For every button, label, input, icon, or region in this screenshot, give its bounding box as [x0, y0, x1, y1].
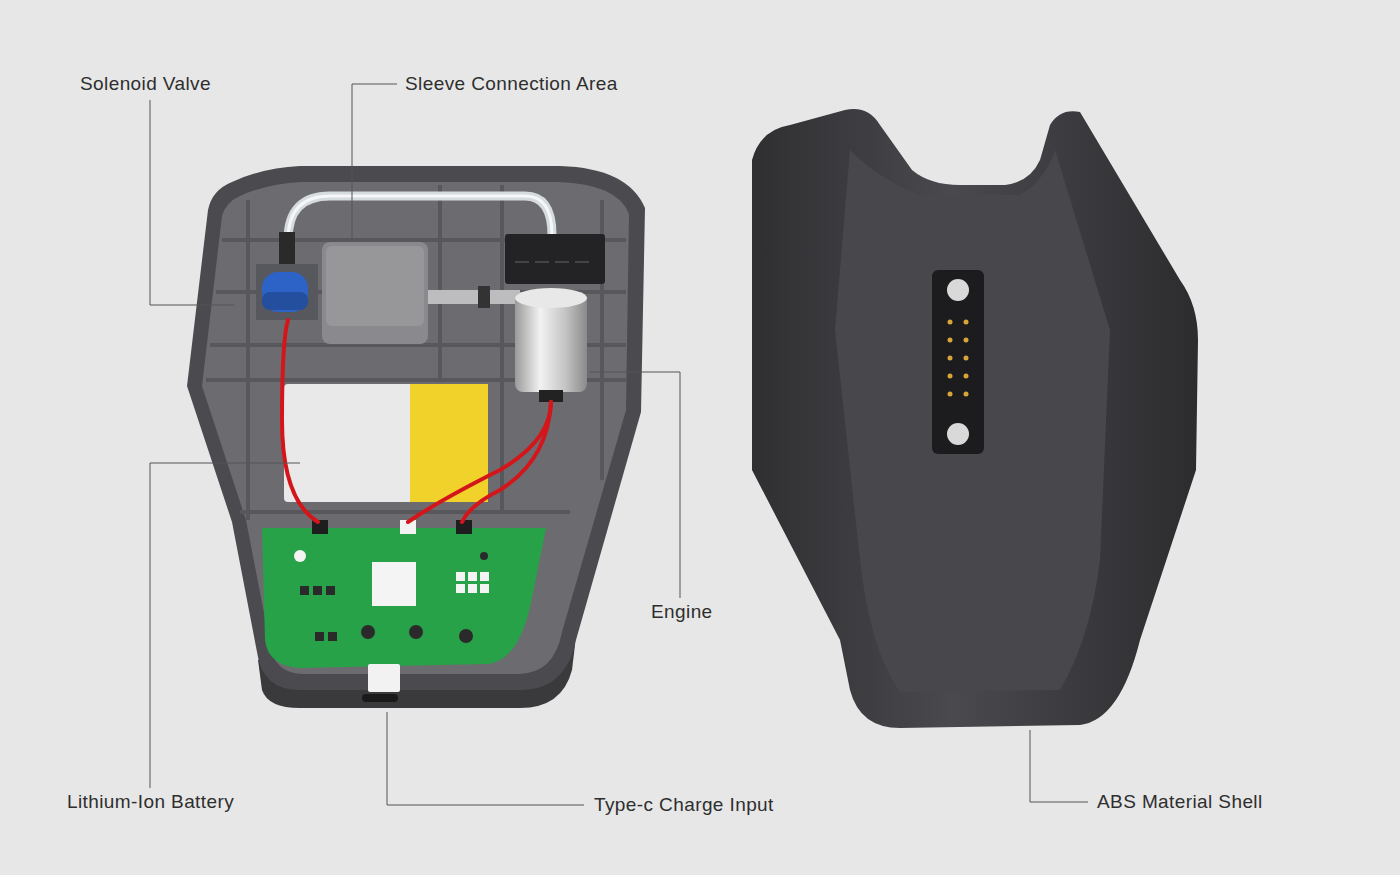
- pad: [456, 572, 465, 581]
- pump-head: [505, 234, 605, 284]
- usb-c-port: [368, 664, 400, 692]
- magnet: [947, 279, 969, 301]
- callout-label: Engine: [651, 601, 713, 623]
- rib: [438, 185, 442, 380]
- leader-line: [150, 100, 234, 305]
- wire: [282, 320, 318, 522]
- smd-part: [328, 632, 337, 641]
- pcb-parts: [300, 552, 488, 643]
- housing-inner: [202, 182, 629, 674]
- pogo-connector: [932, 270, 984, 454]
- leader-line: [1030, 730, 1088, 802]
- leader-lines: [150, 84, 1088, 805]
- callout-label: Sleeve Connection Area: [405, 73, 618, 95]
- pad: [468, 572, 477, 581]
- rib: [246, 200, 250, 520]
- leader-line: [150, 463, 300, 788]
- rib: [500, 185, 504, 512]
- wire-connector: [312, 520, 328, 534]
- air-tube-highlight: [288, 196, 552, 240]
- abs-shell: [752, 109, 1198, 728]
- magnet: [947, 423, 969, 445]
- pump-detail: [515, 261, 590, 263]
- pin: [964, 338, 969, 343]
- leader-line: [387, 712, 584, 805]
- solenoid-frame: [256, 264, 318, 320]
- pin: [948, 356, 953, 361]
- pin: [964, 392, 969, 397]
- pcb-button: [459, 629, 473, 643]
- callout-label: ABS Material Shell: [1097, 791, 1263, 813]
- housing-ribs: [206, 185, 626, 520]
- pin: [964, 356, 969, 361]
- housing-outer: [187, 166, 645, 690]
- air-tube: [288, 196, 552, 240]
- red-wires: [282, 320, 551, 522]
- pcb-button: [480, 552, 488, 560]
- circuit-board: [262, 528, 546, 668]
- pin: [948, 320, 953, 325]
- rib: [240, 510, 570, 514]
- battery-pack: [284, 384, 488, 502]
- smd-part: [300, 586, 309, 595]
- connector-ring: [478, 286, 490, 308]
- pin: [964, 320, 969, 325]
- smd-part: [315, 632, 324, 641]
- wire-connectors: [312, 520, 472, 534]
- motor-top: [515, 288, 587, 308]
- wire: [408, 402, 551, 522]
- solenoid-coil: [262, 272, 308, 312]
- solenoid-coil-shade: [262, 292, 308, 310]
- pcb-button: [409, 625, 423, 639]
- pin: [948, 338, 953, 343]
- wire: [462, 402, 551, 522]
- leader-line: [352, 84, 397, 242]
- pad: [480, 572, 489, 581]
- pin: [948, 374, 953, 379]
- callout-label: Solenoid Valve: [80, 73, 211, 95]
- sleeve-block-top: [326, 246, 424, 326]
- shell-channel: [835, 150, 1110, 692]
- shell-outer: [752, 109, 1198, 728]
- callout-label: Lithium-Ion Battery: [67, 791, 234, 813]
- usb-c-opening: [362, 694, 398, 702]
- tube-fitting: [279, 232, 295, 264]
- main-chip: [372, 562, 416, 606]
- leader-line: [590, 372, 680, 598]
- pad: [456, 584, 465, 593]
- open-housing: [187, 166, 645, 708]
- pogo-pins: [948, 320, 969, 397]
- smd-part: [326, 586, 335, 595]
- callout-label: Type-c Charge Input: [594, 794, 774, 816]
- pcb-button: [361, 625, 375, 639]
- pin: [948, 392, 953, 397]
- connector-tube: [428, 290, 520, 304]
- pcb-pads: [294, 550, 489, 593]
- pad: [480, 584, 489, 593]
- sleeve-block: [322, 242, 428, 344]
- pin: [964, 374, 969, 379]
- led: [294, 550, 306, 562]
- pad: [468, 584, 477, 593]
- smd-part: [313, 586, 322, 595]
